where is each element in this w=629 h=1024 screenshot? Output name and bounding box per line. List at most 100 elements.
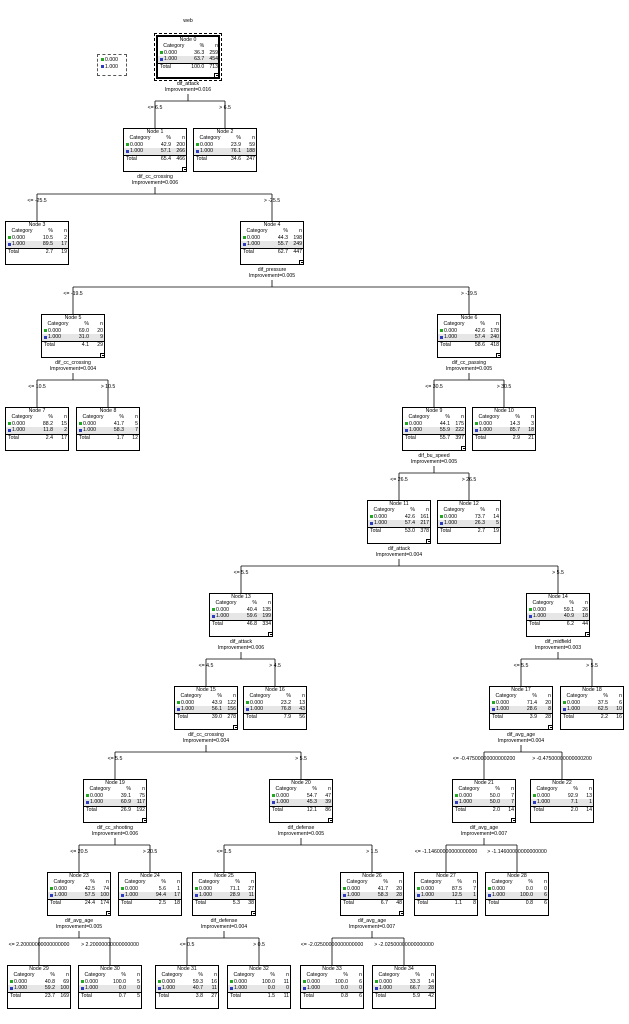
node-category: 0.000 <box>531 793 561 799</box>
node-total-percent: 39.0 <box>211 713 222 720</box>
node-header-n: n <box>359 972 362 979</box>
node-header-row: Category%n <box>84 786 146 792</box>
collapse-toggle-icon[interactable] <box>100 353 105 358</box>
node-percent: 56.1 <box>211 706 222 713</box>
node-total-label: Total <box>230 992 241 999</box>
collapse-toggle-icon[interactable] <box>268 632 273 637</box>
collapse-toggle-icon[interactable] <box>299 260 304 265</box>
node-category: 1.000 <box>48 892 78 898</box>
edge-label: <= -1.14600000000000000 <box>414 849 478 855</box>
node-category-label: 0.000 <box>374 513 387 520</box>
collapse-toggle-icon[interactable] <box>548 725 553 730</box>
node-header-category: Category <box>249 693 271 700</box>
node-count: 1 <box>473 892 476 899</box>
collapse-toggle-icon[interactable] <box>233 725 238 730</box>
node-header-category: Category <box>163 43 185 50</box>
node-category-label: 0.000 <box>444 327 457 334</box>
node-category-label: 1.000 <box>567 706 580 713</box>
green-square-icon <box>475 422 478 426</box>
node-count: 100 <box>60 985 69 992</box>
split-variable: dif_defense <box>287 825 315 831</box>
collapse-toggle-icon[interactable] <box>585 632 590 637</box>
collapse-toggle-icon[interactable] <box>511 818 516 823</box>
node-total-percent: 3.8 <box>195 992 203 999</box>
collapse-toggle-icon[interactable] <box>142 818 147 823</box>
collapse-toggle-icon[interactable] <box>182 167 187 172</box>
collapse-toggle-icon[interactable] <box>214 73 219 78</box>
node-header-row: Category%n <box>241 228 303 234</box>
collapse-toggle-icon[interactable] <box>328 818 333 823</box>
node-total-count: 14 <box>508 806 514 813</box>
collapse-toggle-icon[interactable] <box>251 911 256 916</box>
node-header-n: n <box>214 972 217 979</box>
node-header-category: Category <box>478 414 500 421</box>
node-percent: 100.0 <box>262 978 275 985</box>
node-header-n: n <box>544 879 547 886</box>
node-percent: 0.0 <box>118 985 126 992</box>
node-title: Node 14 <box>548 594 568 600</box>
node-percent: 41.7 <box>113 420 124 427</box>
green-square-icon <box>417 887 420 891</box>
node-category: 0.000 <box>527 607 557 613</box>
edge-label: <= -2.02500000000000000 <box>300 942 364 948</box>
edge-label: <= 2.20000000000000000 <box>8 942 70 948</box>
node-percent: 55.7 <box>277 241 288 248</box>
collapse-toggle-icon[interactable] <box>461 446 466 451</box>
collapse-toggle-icon[interactable] <box>399 911 404 916</box>
node-count: 6 <box>544 892 547 899</box>
node-count: 14 <box>428 978 434 985</box>
node-header-n: n <box>286 972 289 979</box>
collapse-toggle-icon[interactable] <box>426 539 431 544</box>
collapse-toggle-icon[interactable] <box>106 911 111 916</box>
split-improvement: Improvement=0.006 <box>91 831 139 838</box>
node-header-n: n <box>233 693 236 700</box>
node-category: 0.000 <box>8 979 38 985</box>
legend-item: 0.000 <box>101 57 126 64</box>
blue-square-icon <box>455 800 458 804</box>
split-improvement: Improvement=0.004 <box>497 738 545 745</box>
collapse-toggle-icon[interactable] <box>496 353 501 358</box>
node-count: 69 <box>63 978 69 985</box>
